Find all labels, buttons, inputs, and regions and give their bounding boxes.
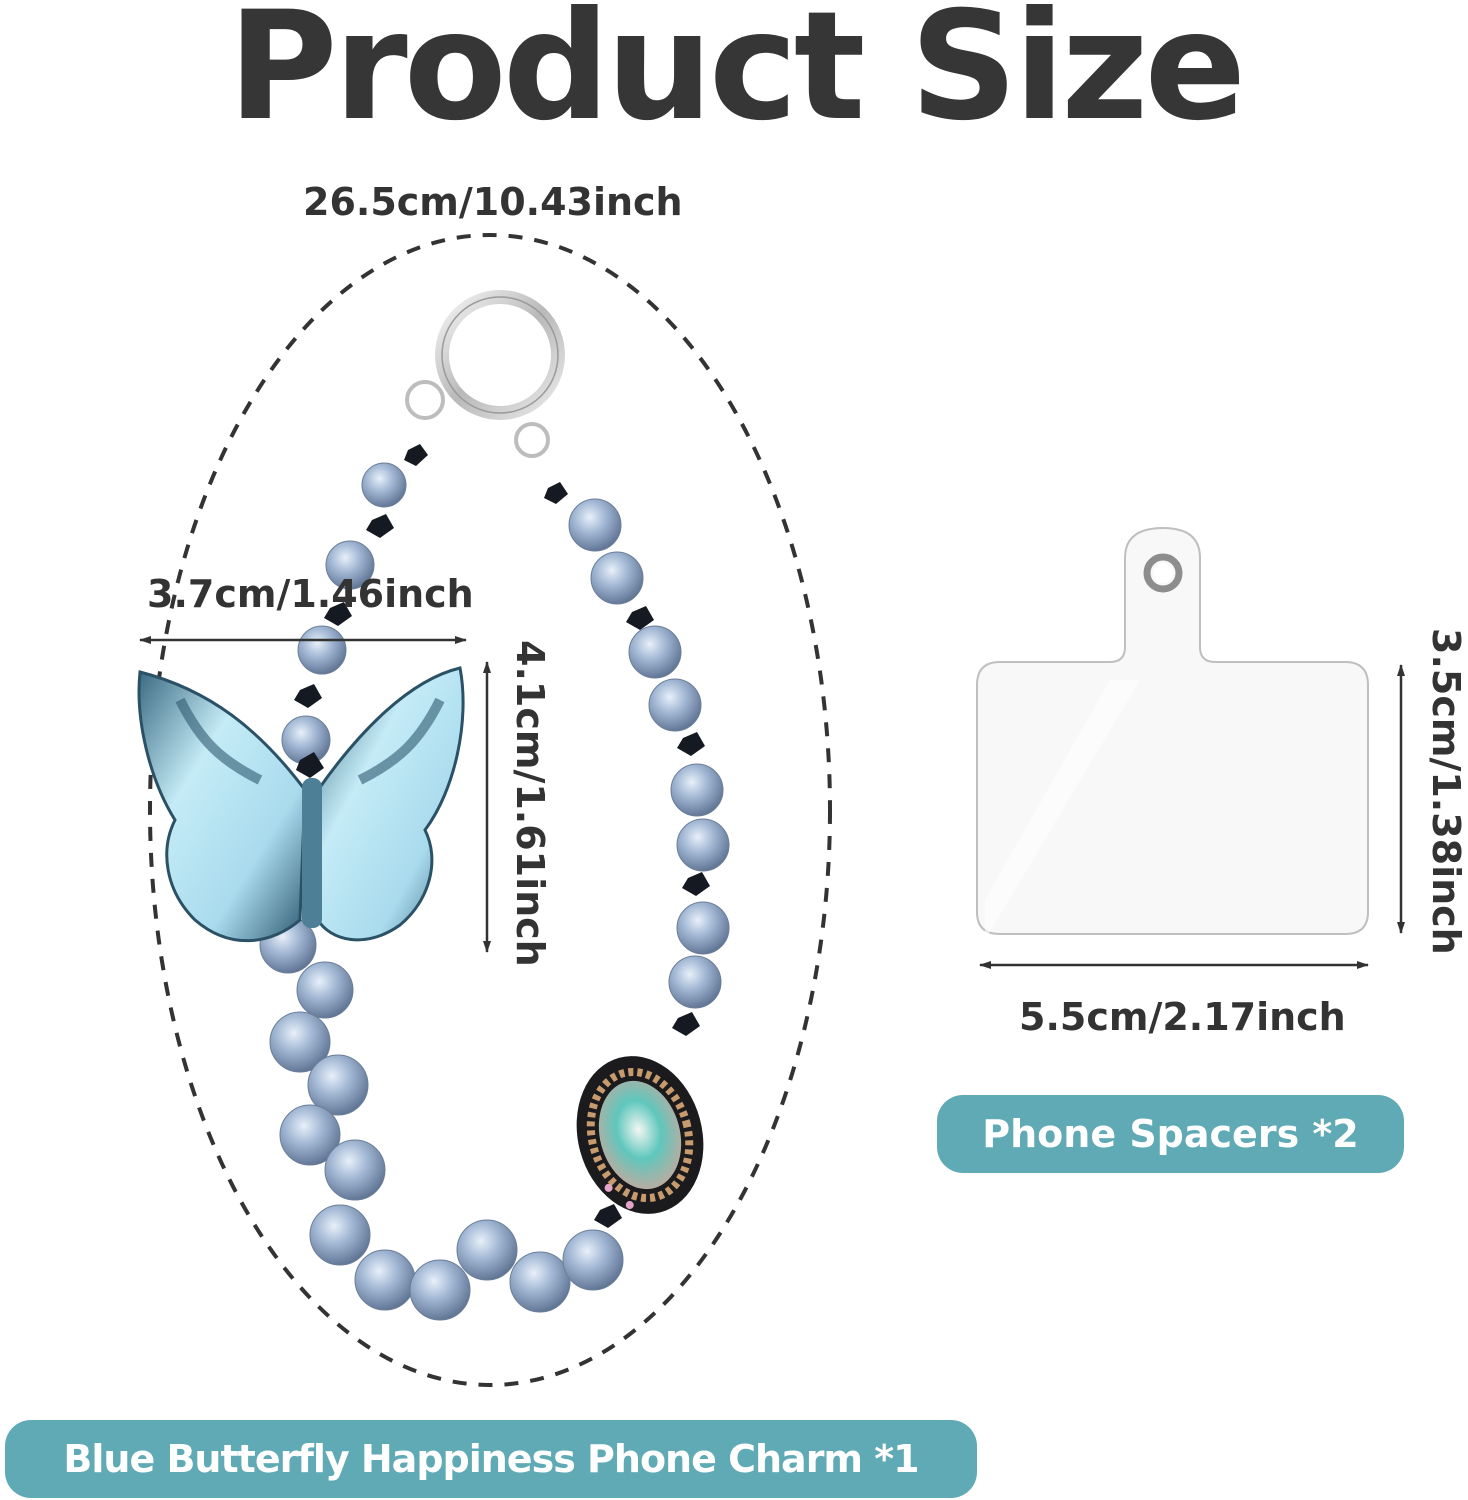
- oval-gem-icon: [576, 1056, 704, 1214]
- butterfly-height-label: 4.1cm/1.61inch: [508, 640, 552, 967]
- length-outline-ellipse: [148, 233, 832, 1387]
- charm-length-label: 26.5cm/10.43inch: [303, 180, 683, 224]
- charm-quantity-badge: Blue Butterfly Happiness Phone Charm *1: [5, 1420, 977, 1498]
- spacer-quantity-badge: Phone Spacers *2: [937, 1095, 1404, 1173]
- silver-spring-ring-icon: [405, 290, 565, 458]
- butterfly-width-label: 3.7cm/1.46inch: [147, 572, 474, 616]
- butterfly-pendant-icon: [137, 666, 465, 943]
- page-title: Product Size: [227, 0, 1246, 154]
- spacer-height-label: 3.5cm/1.38inch: [1424, 628, 1468, 955]
- clear-tab-spacer-icon: [976, 526, 1369, 940]
- spacer-width-label: 5.5cm/2.17inch: [1019, 995, 1346, 1039]
- bead-chain: [259, 444, 730, 1321]
